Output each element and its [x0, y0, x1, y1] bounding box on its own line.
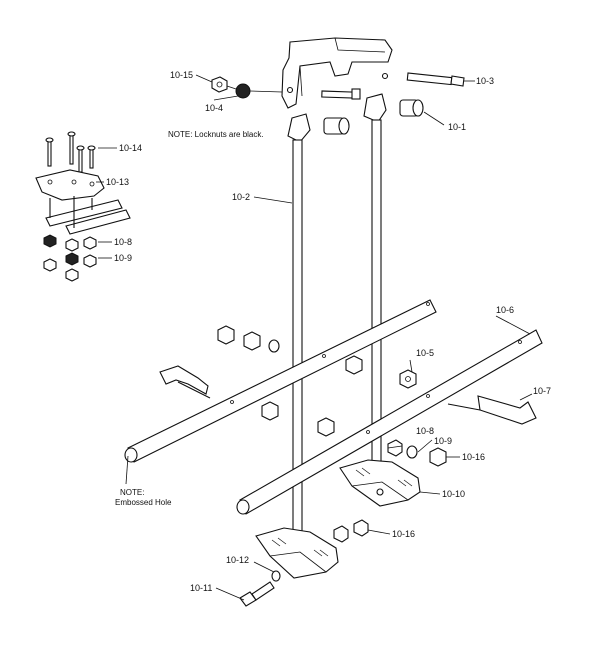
inset-nuts [43, 234, 97, 282]
washer-10-12 [271, 570, 281, 582]
label-10-13: 10-13 [106, 177, 130, 187]
washer-rear [268, 339, 280, 353]
nut-10-16-lower [333, 519, 369, 543]
base-bracket-left [255, 527, 339, 579]
note-embossed-line1: NOTE: [120, 488, 145, 497]
note-locknuts: NOTE: Locknuts are black. [168, 130, 264, 139]
label-10-8-right: 10-8 [416, 426, 435, 436]
label-10-1: 10-1 [448, 122, 467, 132]
spacer-center [323, 117, 350, 135]
label-10-9-right: 10-9 [434, 436, 453, 446]
label-10-2: 10-2 [232, 192, 251, 202]
spacer-10-1 [399, 99, 424, 117]
bolt-10-3 [406, 72, 465, 87]
label-10-15: 10-15 [170, 70, 194, 80]
u-bolt-left [159, 365, 211, 399]
label-10-11: 10-11 [190, 583, 213, 593]
label-10-5: 10-5 [416, 348, 435, 358]
leader-lines [96, 74, 533, 601]
base-bracket-10-10 [339, 459, 421, 507]
top-bracket [281, 37, 393, 109]
label-10-16-right: 10-16 [462, 452, 486, 462]
label-10-12: 10-12 [226, 555, 250, 565]
inset-bracket-10-13 [35, 169, 105, 201]
label-10-9-inset: 10-9 [114, 253, 133, 263]
bolt-10-11 [239, 581, 275, 607]
bolt-upper-left [321, 88, 361, 100]
label-10-10: 10-10 [442, 489, 466, 499]
label-10-3: 10-3 [476, 76, 495, 86]
u-bolt-10-7 [447, 395, 537, 425]
nut-rear-1 [217, 325, 235, 345]
washer-10-9-right [406, 445, 418, 459]
inset-tubes [45, 196, 131, 235]
label-10-4: 10-4 [205, 103, 224, 113]
nut-front-2 [317, 417, 335, 437]
label-10-16-lower: 10-16 [392, 529, 416, 539]
label-10-14: 10-14 [119, 143, 143, 153]
nut-10-15 [211, 76, 228, 93]
label-10-8-inset: 10-8 [114, 237, 133, 247]
cross-tube-front-10-6 [236, 329, 543, 515]
locknut-10-4 [235, 83, 251, 99]
nut-rear-3 [345, 355, 363, 375]
label-10-7: 10-7 [533, 386, 552, 396]
label-10-6: 10-6 [496, 305, 515, 315]
nut-front-1 [261, 401, 279, 421]
nut-10-5 [399, 369, 417, 389]
nut-10-16-right [429, 447, 447, 467]
nut-rear-2 [243, 331, 261, 351]
inset-bolts-10-14 [45, 131, 96, 173]
nut-10-8-right [387, 439, 403, 457]
upright-post-left [287, 113, 311, 561]
note-embossed-line2: Embossed Hole [115, 498, 172, 507]
